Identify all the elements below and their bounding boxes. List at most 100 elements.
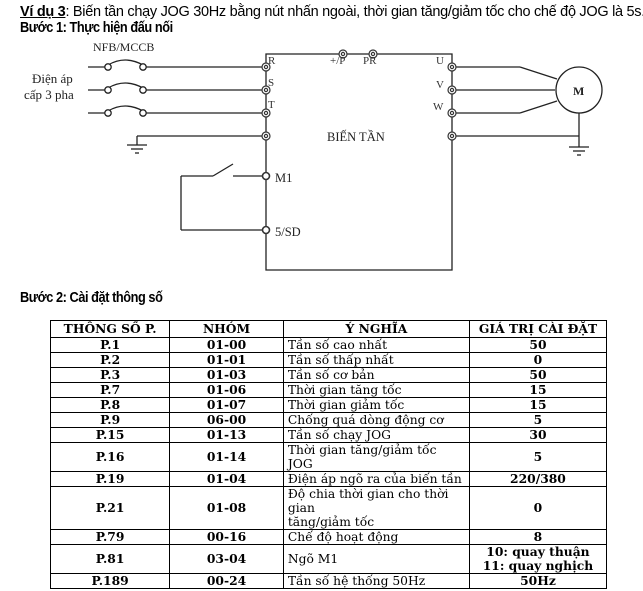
- parameter-table: THÔNG SỐ P. NHÓM Ý NGHĨA GIÁ TRỊ CÀI ĐẶT…: [49, 320, 608, 589]
- param-cell: P.16: [49, 442, 171, 472]
- terminal-w: [447, 108, 457, 118]
- value-cell: 15: [468, 382, 608, 398]
- header-group: NHÓM: [169, 320, 284, 338]
- step1-heading: Bước 1: Thực hiện đấu nối: [20, 20, 173, 36]
- example-heading: Ví dụ 3: Biến tần chạy JOG 30Hz bằng nút…: [20, 4, 643, 20]
- terminal-sd: [261, 225, 271, 235]
- header-meaning: Ý NGHĨA: [282, 320, 470, 338]
- value-cell: 30: [468, 427, 608, 443]
- terminal-ground-out: [447, 131, 457, 141]
- param-cell: P.15: [49, 427, 171, 443]
- wiring-diagram: NFB/MCCB Điện áp cấp 3 pha BIẾN TẦN M M1…: [24, 40, 603, 271]
- value-cell: 8: [468, 529, 608, 545]
- group-cell: 01-14: [169, 442, 284, 472]
- terminal-v: [447, 85, 457, 95]
- terminal-u: [447, 62, 457, 72]
- param-cell: P.81: [49, 544, 171, 574]
- value-cell: 15: [468, 397, 608, 413]
- terminal-p-label: +/P: [330, 55, 345, 67]
- param-cell: P.9: [49, 412, 171, 428]
- param-cell: P.8: [49, 397, 171, 413]
- group-cell: 01-03: [169, 367, 284, 383]
- value-cell: 220/380: [468, 471, 608, 487]
- param-cell: P.2: [49, 352, 171, 368]
- breaker-label: NFB/MCCB: [93, 40, 154, 54]
- group-cell: 01-08: [169, 486, 284, 530]
- terminal-p: [338, 49, 348, 59]
- breaker-contact-s: [107, 82, 144, 89]
- terminal-r: [261, 62, 271, 72]
- group-cell: 01-04: [169, 471, 284, 487]
- group-cell: 00-16: [169, 529, 284, 545]
- supply-label-line2: cấp 3 pha: [24, 87, 74, 102]
- jog-pushbutton-switch: [212, 163, 234, 177]
- value-cell: 5: [468, 442, 608, 472]
- meaning-cell: Ngõ M1: [282, 544, 470, 574]
- header-value: GIÁ TRỊ CÀI ĐẶT: [468, 320, 608, 338]
- group-cell: 01-13: [169, 427, 284, 443]
- meaning-cell: Tần số hệ thống 50Hz: [282, 573, 470, 589]
- meaning-cell: Thời gian tăng tốc: [282, 382, 470, 398]
- meaning-cell: Tần số thấp nhất: [282, 352, 470, 368]
- terminal-r-label: R: [268, 55, 276, 67]
- param-cell: P.1: [49, 337, 171, 353]
- param-cell: P.3: [49, 367, 171, 383]
- terminal-pr-label: PR: [363, 55, 377, 67]
- terminal-t-label: T: [268, 99, 275, 111]
- meaning-cell: Độ chia thời gian cho thời gian tăng/giả…: [282, 486, 470, 530]
- header-param: THÔNG SỐ P.: [49, 320, 171, 338]
- step2-heading: Bước 2: Cài đặt thông số: [20, 290, 163, 306]
- group-cell: 00-24: [169, 573, 284, 589]
- supply-label-line1: Điện áp: [32, 71, 73, 86]
- meaning-cell: Tần số cơ bản: [282, 367, 470, 383]
- group-cell: 01-06: [169, 382, 284, 398]
- value-cell: 5: [468, 412, 608, 428]
- group-cell: 06-00: [169, 412, 284, 428]
- breaker-contact-r: [107, 59, 144, 66]
- meaning-cell: Chế độ hoạt động: [282, 529, 470, 545]
- terminal-t: [261, 108, 271, 118]
- motor-label: M: [573, 84, 584, 98]
- meaning-cell: Điện áp ngõ ra của biến tần: [282, 471, 470, 487]
- example-label: Ví dụ 3: [20, 4, 66, 20]
- terminal-ground-in: [261, 131, 271, 141]
- value-cell: 10: quay thuận 11: quay nghịch: [468, 544, 608, 574]
- table-header-row: THÔNG SỐ P. NHÓM Ý NGHĨA GIÁ TRỊ CÀI ĐẶT: [49, 320, 608, 338]
- value-cell: 50: [468, 367, 608, 383]
- meaning-cell: Chống quá dòng động cơ: [282, 412, 470, 428]
- value-cell: 50Hz: [468, 573, 608, 589]
- terminal-sd-label: 5/SD: [275, 225, 301, 239]
- terminal-v-label: V: [436, 79, 444, 91]
- group-cell: 01-07: [169, 397, 284, 413]
- value-cell: 0: [468, 486, 608, 530]
- terminal-w-label: W: [433, 101, 444, 113]
- param-cell: P.79: [49, 529, 171, 545]
- group-cell: 01-00: [169, 337, 284, 353]
- value-cell: 0: [468, 352, 608, 368]
- param-cell: P.19: [49, 471, 171, 487]
- terminal-pr: [368, 49, 378, 59]
- inverter-box: [265, 53, 453, 271]
- meaning-cell: Thời gian giảm tốc: [282, 397, 470, 413]
- group-cell: 01-01: [169, 352, 284, 368]
- group-cell: 03-04: [169, 544, 284, 574]
- meaning-cell: Thời gian tăng/giảm tốc JOG: [282, 442, 470, 472]
- terminal-s: [261, 85, 271, 95]
- inverter-label: BIẾN TẦN: [327, 129, 385, 144]
- param-cell: P.189: [49, 573, 171, 589]
- param-cell: P.7: [49, 382, 171, 398]
- meaning-cell: Tần số cao nhất: [282, 337, 470, 353]
- terminal-m1-label: M1: [275, 171, 292, 185]
- meaning-cell: Tần số chạy JOG: [282, 427, 470, 443]
- breaker-contact-t: [107, 105, 144, 112]
